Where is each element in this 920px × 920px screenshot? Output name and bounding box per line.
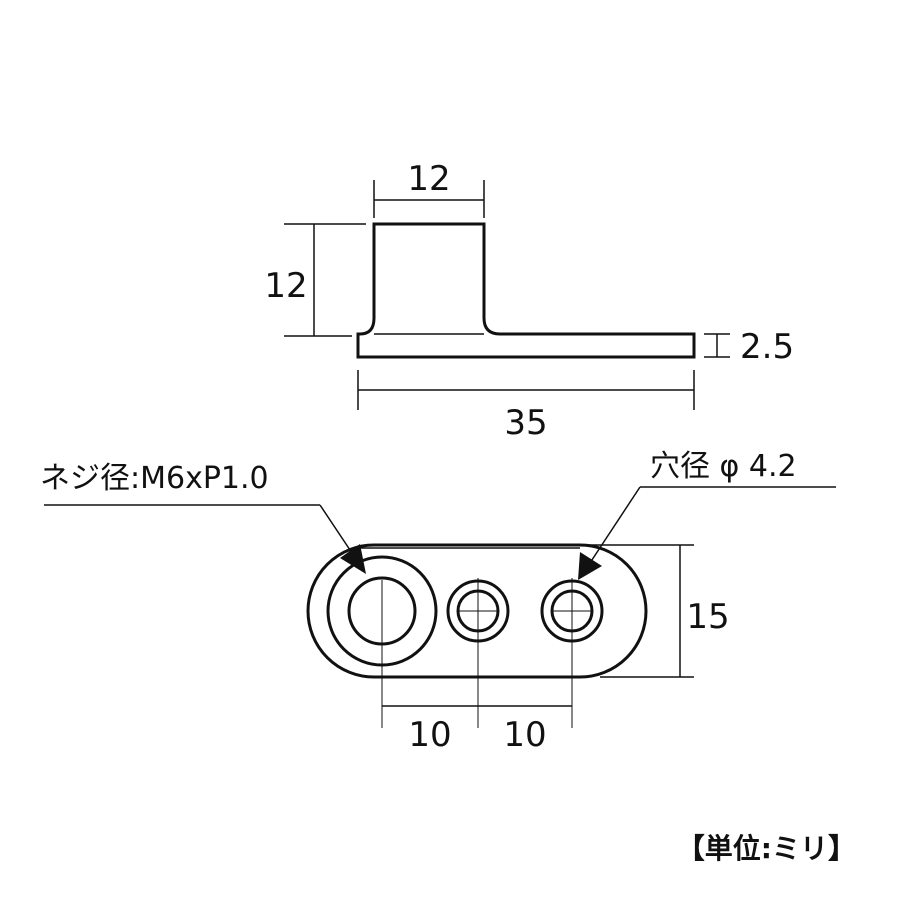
top-width-label: 12	[407, 159, 450, 199]
thickness-label: 2.5	[740, 327, 794, 367]
plate-outline	[306, 543, 648, 679]
hole-note: 穴径 φ 4.2	[650, 449, 797, 484]
pitch-1-label: 10	[408, 715, 451, 755]
plan-view: 10 10 15 ネジ径:M6xP1.0 穴径 φ 4.2	[40, 449, 836, 755]
thread-arrowhead	[340, 544, 366, 574]
unit-note: 【単位:ミリ】	[677, 832, 856, 865]
height-label: 12	[264, 266, 307, 306]
pitch-2-label: 10	[503, 715, 546, 755]
length-label: 35	[504, 403, 547, 443]
side-view: 12 12 2.5 35	[264, 159, 794, 443]
boss-outline	[356, 222, 696, 359]
hole-arrowhead	[578, 552, 602, 580]
width-label: 15	[686, 597, 729, 637]
thread-note: ネジ径:M6xP1.0	[40, 461, 269, 496]
hole-leader	[583, 486, 641, 573]
